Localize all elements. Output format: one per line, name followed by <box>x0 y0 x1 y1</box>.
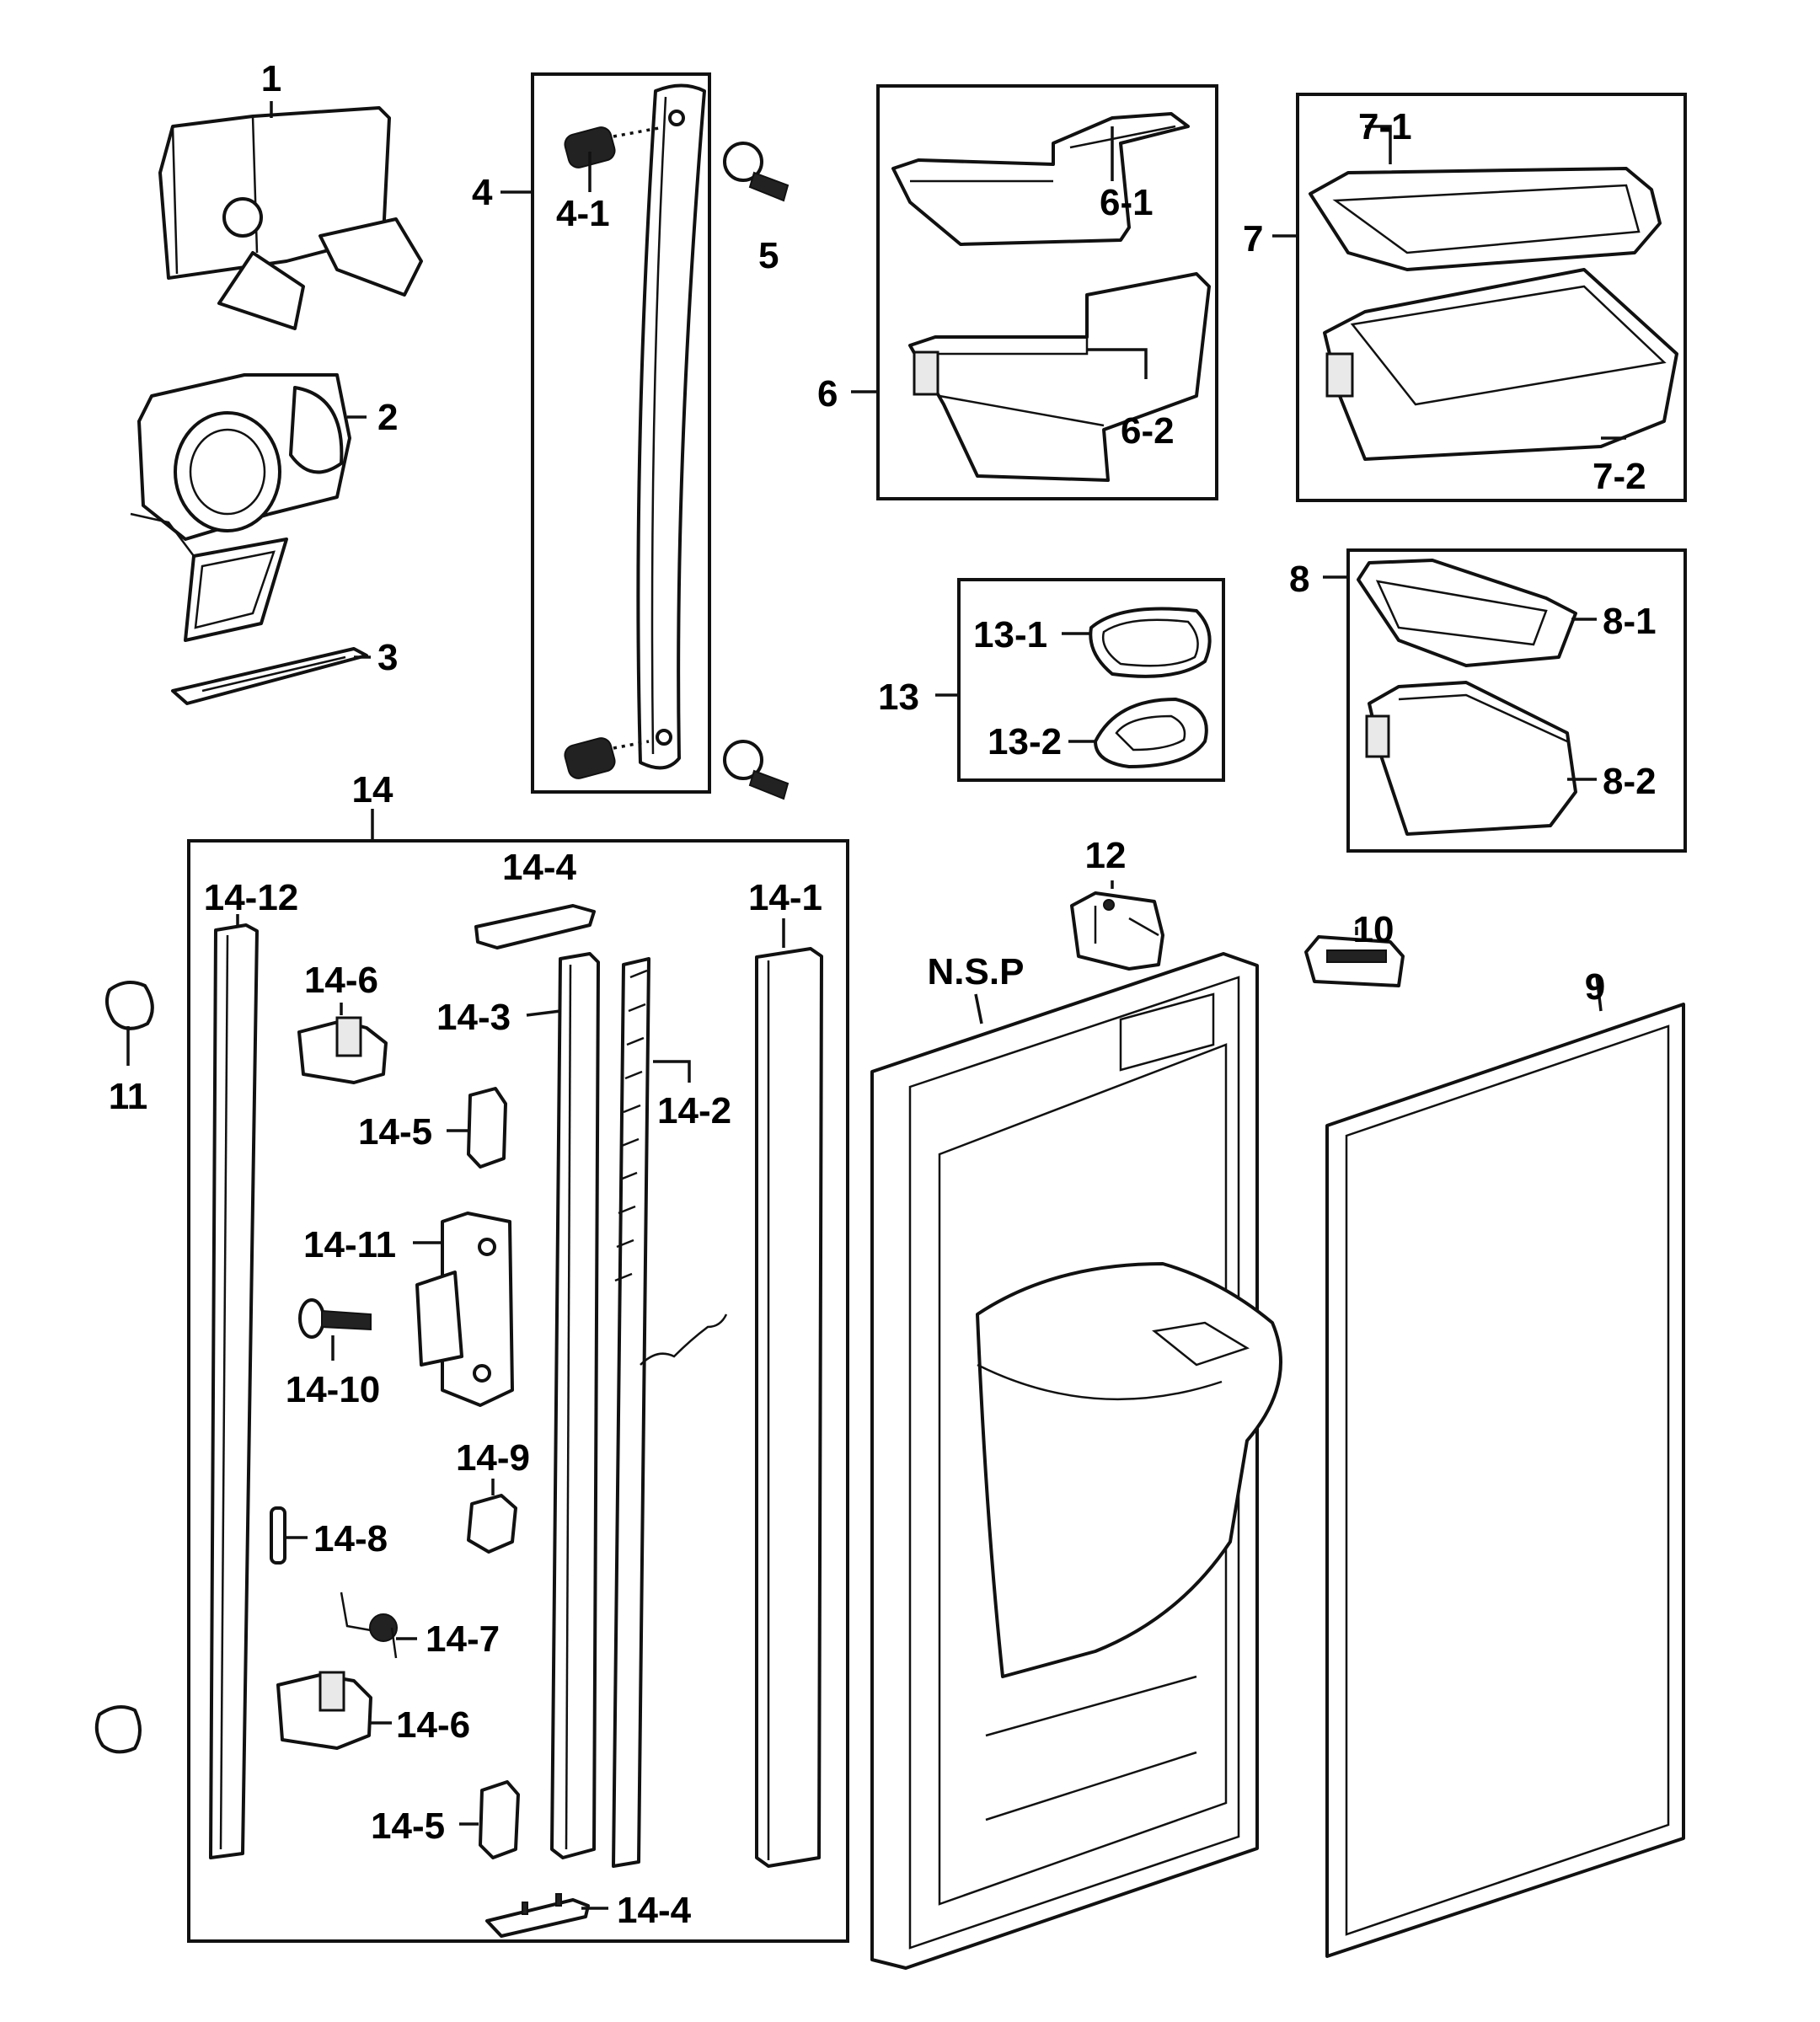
part-8-2-guard-bin <box>1365 681 1577 836</box>
part-14-2-heater-grille <box>612 957 728 1868</box>
label-1: 1 <box>261 58 281 99</box>
labels: 1 2 3 4 4-1 5 6 6-1 6-2 7 7-1 7-2 8 8-1 … <box>109 58 1657 1931</box>
part-nsp-door-body <box>870 952 1282 1970</box>
part-14-4-cap-top <box>474 904 596 949</box>
part-4-1-handle-cap-bottom <box>564 737 650 779</box>
part-11-ring-bottom <box>94 1705 142 1754</box>
group-box-7 <box>1296 93 1687 502</box>
group-box-14 <box>187 839 849 1943</box>
part-6-1-guard-cap <box>891 112 1190 246</box>
label-4-1: 4-1 <box>556 193 610 234</box>
part-10-cover <box>1304 935 1405 987</box>
label-14-5-top: 14-5 <box>358 1111 432 1153</box>
label-14-1: 14-1 <box>748 877 822 918</box>
part-14-7-spring <box>340 1591 398 1659</box>
part-13-2-ring <box>1094 698 1208 768</box>
part-7-1-guard-cap <box>1309 167 1662 271</box>
label-6-1: 6-1 <box>1100 182 1154 223</box>
label-2: 2 <box>377 397 398 438</box>
part-12-bracket <box>1070 891 1164 971</box>
label-3: 3 <box>377 637 398 678</box>
part-5-screw-bottom <box>723 740 790 800</box>
label-14-9: 14-9 <box>456 1437 530 1479</box>
label-14-5-bottom: 14-5 <box>371 1805 445 1847</box>
part-3-plate <box>171 647 368 705</box>
part-6-2-guard-bin <box>908 272 1211 482</box>
part-14-1-door-strip <box>755 947 823 1868</box>
label-8: 8 <box>1289 559 1309 600</box>
label-5: 5 <box>758 235 779 276</box>
label-9: 9 <box>1585 966 1605 1008</box>
label-12: 12 <box>1085 835 1127 876</box>
part-14-8-pin <box>270 1506 286 1565</box>
label-13-2: 13-2 <box>988 721 1062 762</box>
label-14-4-bottom: 14-4 <box>617 1890 692 1931</box>
label-14-4-top: 14-4 <box>502 847 577 888</box>
label-14: 14 <box>352 769 393 810</box>
group-box-6 <box>876 84 1218 500</box>
label-8-1: 8-1 <box>1603 601 1657 642</box>
part-14-11-hinge-bracket <box>415 1212 514 1407</box>
part-13-1-ring <box>1089 607 1212 678</box>
part-14-6-hinge-bottom <box>276 1671 372 1750</box>
part-14-6-hinge-top <box>297 1016 388 1084</box>
part-14-9-clip <box>467 1494 517 1554</box>
label-6-2: 6-2 <box>1121 410 1175 452</box>
part-8-1-guard-cap <box>1357 559 1577 667</box>
label-4: 4 <box>472 172 493 213</box>
label-14-8: 14-8 <box>313 1518 388 1559</box>
label-14-7: 14-7 <box>426 1618 500 1660</box>
group-box-4 <box>531 72 711 794</box>
part-9-door-gasket <box>1325 1003 1685 1958</box>
part-7-2-guard-bin <box>1323 268 1678 461</box>
label-13-1: 13-1 <box>973 614 1047 655</box>
label-8-2: 8-2 <box>1603 761 1657 802</box>
part-4-door-handle <box>636 83 706 770</box>
part-11-ring-top <box>104 981 154 1030</box>
label-14-3: 14-3 <box>436 997 511 1038</box>
part-14-10-screw <box>298 1298 372 1339</box>
label-14-12: 14-12 <box>204 877 299 918</box>
label-6: 6 <box>817 373 838 415</box>
label-nsp: N.S.P <box>928 951 1025 992</box>
label-14-6-bottom: 14-6 <box>396 1704 470 1746</box>
label-11: 11 <box>109 1076 148 1117</box>
part-5-screw-top <box>723 142 790 202</box>
part-2-dispenser-housing <box>130 373 351 642</box>
label-14-6-top: 14-6 <box>304 960 378 1001</box>
label-14-11: 14-11 <box>303 1224 396 1265</box>
group-box-8 <box>1346 548 1687 853</box>
part-14-5-clip-top <box>467 1087 507 1169</box>
part-14-12-long-strip <box>209 923 259 1859</box>
label-7-1: 7-1 <box>1358 106 1412 147</box>
label-14-2: 14-2 <box>657 1090 731 1131</box>
part-4-1-handle-cap-top <box>564 126 660 168</box>
label-7-2: 7-2 <box>1592 456 1646 497</box>
part-1-dispenser-cover <box>158 101 423 330</box>
label-7: 7 <box>1243 218 1263 259</box>
label-13: 13 <box>878 677 919 718</box>
label-10: 10 <box>1353 909 1394 950</box>
part-14-4-cap-bottom <box>485 1893 590 1938</box>
part-14-3-door-strip <box>550 952 600 1859</box>
part-14-5-clip-bottom <box>479 1780 520 1859</box>
group-box-13 <box>957 578 1225 782</box>
label-14-10: 14-10 <box>286 1369 381 1410</box>
leader-lines <box>126 125 1626 1910</box>
